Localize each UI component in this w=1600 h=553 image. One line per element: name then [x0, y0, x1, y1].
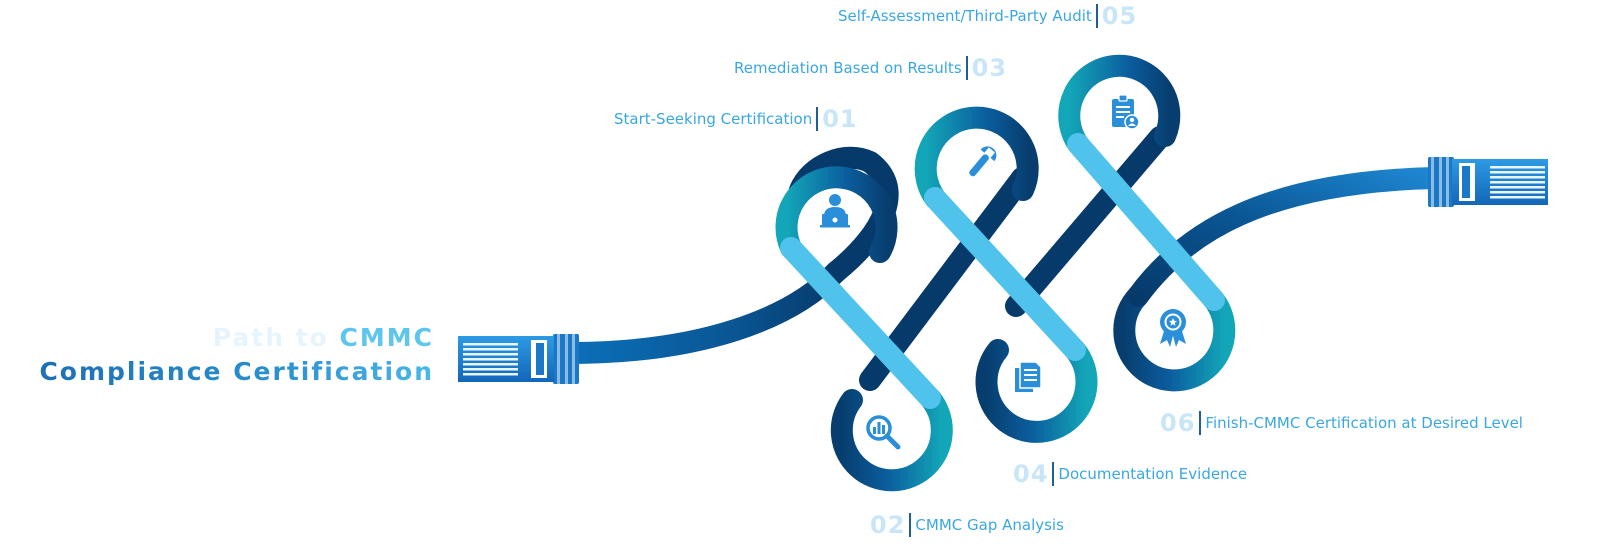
cable-left-tail	[564, 261, 847, 364]
loop-bottom-6	[1113, 285, 1236, 392]
documents-icon	[1015, 361, 1042, 392]
step-number: 01	[822, 105, 858, 133]
step-divider	[1052, 462, 1055, 486]
award-ribbon-icon	[1160, 309, 1186, 347]
step-divider	[1095, 4, 1098, 28]
step-04: 04 Documentation Evidence	[1013, 460, 1247, 488]
loop-bottom-4	[975, 339, 1098, 443]
step-label: Finish-CMMC Certification at Desired Lev…	[1205, 414, 1523, 432]
diagram-title-line1: Path to CMMC	[213, 323, 434, 352]
loop-top-3	[914, 106, 1039, 209]
wrench-icon	[969, 146, 997, 177]
step-label: Start-Seeking Certification	[614, 110, 813, 128]
cable-front-strands	[780, 133, 1225, 409]
title-strong-text: CMMC	[339, 323, 434, 352]
step-05: Self-Assessment/Third-Party Audit 05	[838, 2, 1137, 30]
step-number: 03	[971, 54, 1008, 82]
step-02: 02 CMMC Gap Analysis	[870, 511, 1064, 539]
step-divider	[816, 107, 819, 131]
step-number: 02	[870, 511, 906, 539]
step-label: Self-Assessment/Third-Party Audit	[838, 7, 1092, 25]
user-laptop-icon	[820, 194, 850, 228]
title-faded-text: Path to	[212, 323, 340, 352]
step-number: 05	[1101, 2, 1138, 30]
step-number: 04	[1013, 460, 1049, 488]
loop-top-5	[1058, 54, 1181, 155]
left-plug	[458, 334, 579, 384]
magnifier-chart-icon	[866, 415, 901, 450]
loop-bottom-2	[830, 387, 953, 492]
step-divider	[909, 513, 912, 537]
step-label: Remediation Based on Results	[734, 59, 962, 77]
loop-top-1	[775, 166, 898, 263]
cable-loops	[775, 54, 1236, 492]
step-label: Documentation Evidence	[1058, 465, 1248, 483]
clipboard-user-icon	[1112, 94, 1140, 130]
step-03: Remediation Based on Results 03	[734, 54, 1007, 82]
step-number: 06	[1160, 409, 1196, 437]
step-divider	[965, 56, 968, 80]
step-06: 06 Finish-CMMC Certification at Desired …	[1160, 409, 1523, 437]
step-01: Start-Seeking Certification 01	[614, 105, 858, 133]
step-label: CMMC Gap Analysis	[915, 516, 1064, 534]
right-plug	[1428, 157, 1548, 207]
cable-right-tail	[1127, 167, 1446, 307]
step-divider	[1199, 411, 1202, 435]
diagram-title-line2: Compliance Certification	[39, 357, 434, 386]
